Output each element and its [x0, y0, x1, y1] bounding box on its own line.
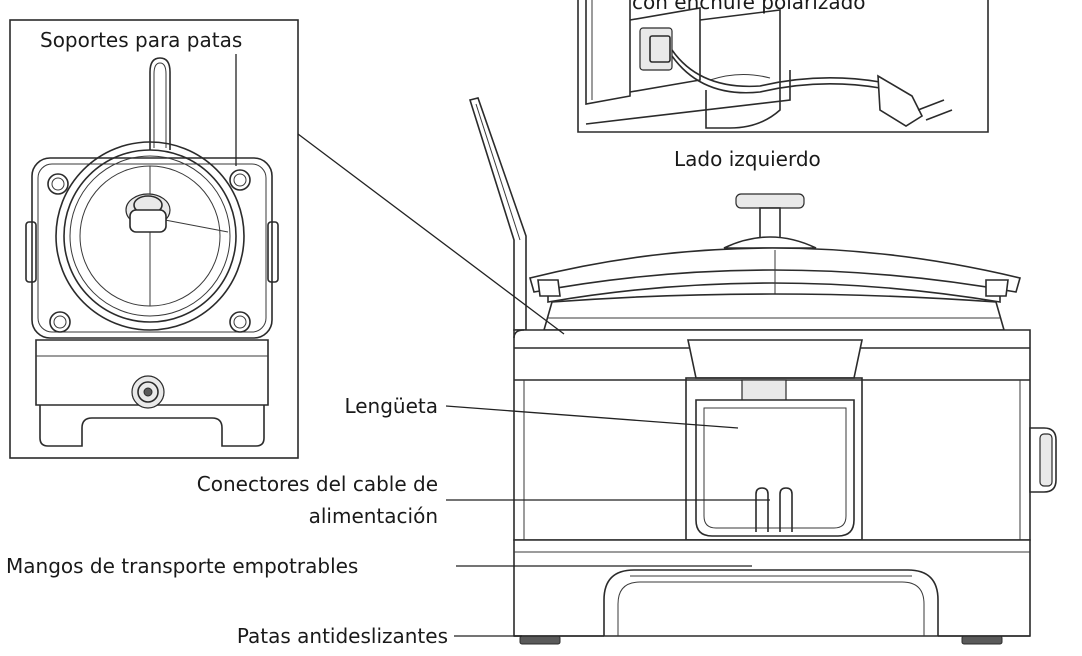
- power-connectors-label-line2: alimentación: [308, 504, 438, 528]
- foot-supports-label: Soportes para patas: [40, 28, 243, 52]
- plug-caption: con enchufe polarizado: [632, 0, 866, 14]
- left-side-label: Lado izquierdo: [674, 147, 821, 171]
- carry-handles-label: Mangos de transporte empotrables: [6, 554, 359, 578]
- leader-lines: [235, 54, 770, 637]
- power-connectors-label-line1: Conectores del cable de: [196, 472, 438, 496]
- plug-inset: [577, 0, 989, 133]
- non-slip-feet-label: Patas antideslizantes: [236, 624, 448, 648]
- tab-label: Lengüeta: [344, 394, 438, 418]
- bottom-view-inset: [9, 19, 299, 459]
- slow-cooker-front: [468, 97, 1057, 645]
